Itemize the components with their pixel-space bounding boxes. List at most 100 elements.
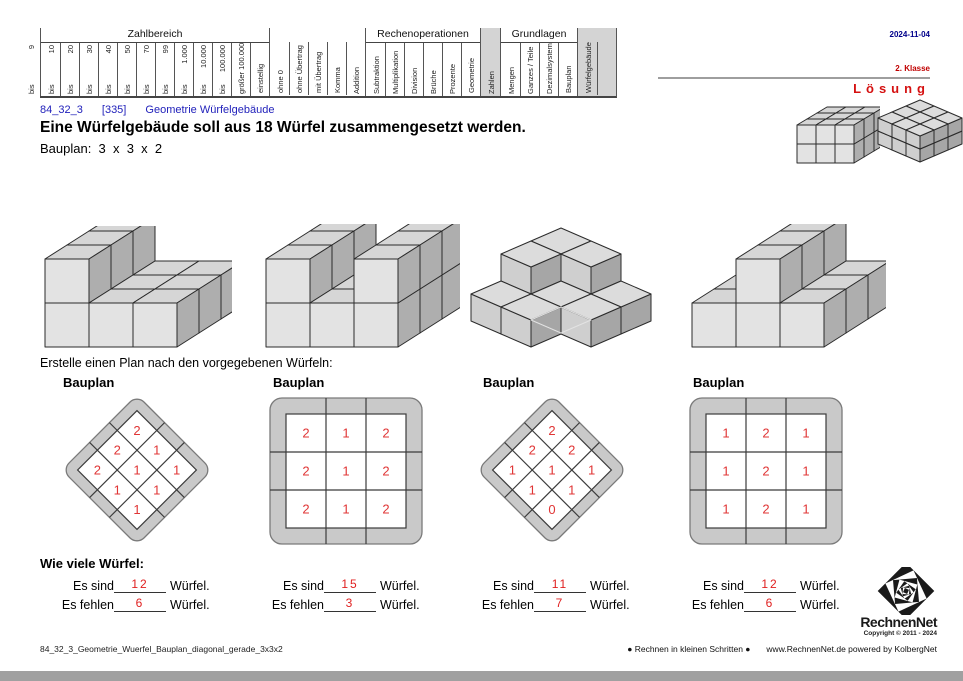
- skill-group-label: [481, 28, 500, 42]
- wuerfel-label: Würfel.: [800, 579, 840, 593]
- window-bottom-bar: [0, 671, 963, 681]
- footer-motto: ● Rechnen in kleinen Schritten ●: [627, 644, 751, 654]
- es-fehlen-label: Es fehlen: [61, 598, 114, 612]
- wuerfel-label: Würfel.: [590, 598, 630, 612]
- answer-row-sind: Es sind 11 Würfel.: [468, 574, 678, 593]
- model-3d-diagonal: [877, 99, 963, 163]
- es-fehlen-label: Es fehlen: [691, 598, 744, 612]
- svg-text:1: 1: [588, 463, 595, 478]
- svg-text:1: 1: [529, 482, 536, 497]
- answer-block-1: Es sind 12 Würfel. Es fehlen 6 Würfel.: [48, 574, 258, 612]
- svg-text:1: 1: [114, 482, 121, 497]
- skill-column: Prozente: [448, 43, 480, 96]
- skill-group-label: Rechenoperationen: [366, 28, 480, 43]
- skill-column: Multiplikation: [391, 43, 423, 96]
- svg-text:2: 2: [382, 502, 389, 517]
- logo-spiral-icon: [877, 567, 935, 615]
- answer-blank-sind: 12: [744, 577, 796, 593]
- answer-row-fehlen: Es fehlen 6 Würfel.: [48, 593, 258, 612]
- skill-column: Division: [410, 43, 442, 96]
- worksheet-code-line: 84_32_3 [335] Geometrie Würfelgebäude: [40, 104, 290, 116]
- wuerfel-label: Würfel.: [380, 579, 420, 593]
- svg-text:2: 2: [94, 463, 101, 478]
- footer-filename: 84_32_3_Geometrie_Wuerfel_Bauplan_diagon…: [40, 644, 283, 654]
- es-sind-label: Es sind: [283, 579, 324, 593]
- cube-building-4: [691, 224, 886, 348]
- svg-text:2: 2: [568, 443, 575, 458]
- answer-row-sind: Es sind 12 Würfel.: [48, 574, 258, 593]
- svg-text:1: 1: [133, 463, 140, 478]
- skill-group-label: Grundlagen: [501, 28, 577, 43]
- answer-block-2: Es sind 15 Würfel. Es fehlen 3 Würfel.: [258, 574, 468, 612]
- cube-building-2: [265, 224, 460, 348]
- skill-group-label: Zahlbereich: [41, 28, 269, 43]
- svg-text:1: 1: [722, 502, 729, 517]
- answer-blank-sind: 12: [114, 577, 166, 593]
- answer-blank-sind: 15: [324, 577, 376, 593]
- wuerfel-label: Würfel.: [170, 598, 210, 612]
- es-sind-label: Es sind: [73, 579, 114, 593]
- skill-group: Geometrie: [467, 28, 500, 96]
- answer-blank-fehlen: 3: [324, 596, 376, 612]
- svg-text:1: 1: [802, 464, 809, 479]
- skill-column: Komma: [333, 42, 365, 95]
- skill-column: Subtraktion: [372, 43, 404, 96]
- bauplan-label-2: Bauplan: [273, 375, 325, 390]
- svg-text:2: 2: [762, 464, 769, 479]
- skill-column: Mengen: [507, 43, 539, 96]
- footer-site: www.RechnenNet.de powered by KolbergNet: [766, 644, 937, 654]
- answer-row-sind: Es sind 15 Würfel.: [258, 574, 468, 593]
- es-sind-label: Es sind: [703, 579, 744, 593]
- svg-text:2: 2: [302, 426, 309, 441]
- cube-building-1: [44, 226, 232, 348]
- answer-row-fehlen: Es fehlen 6 Würfel.: [678, 593, 888, 612]
- es-sind-label: Es sind: [493, 579, 534, 593]
- skill-column: Brüche: [429, 43, 461, 96]
- answer-row-sind: Es sind 12 Würfel.: [678, 574, 888, 593]
- svg-text:1: 1: [342, 464, 349, 479]
- worksheet-topic: Geometrie Würfelgebäude: [145, 104, 275, 116]
- svg-text:2: 2: [762, 426, 769, 441]
- svg-text:1: 1: [568, 482, 575, 497]
- svg-text:2: 2: [529, 443, 536, 458]
- skill-group-label: [578, 28, 616, 42]
- svg-text:1: 1: [722, 426, 729, 441]
- svg-text:2: 2: [548, 423, 555, 438]
- skill-column: Ganzes / Teile: [526, 43, 558, 96]
- logo-title: RechnenNet: [860, 614, 937, 630]
- answer-blank-fehlen: 6: [114, 596, 166, 612]
- svg-text:1: 1: [802, 502, 809, 517]
- skill-column: ohne 0: [276, 42, 308, 95]
- worksheet-number: [335]: [101, 104, 127, 116]
- svg-text:2: 2: [114, 443, 121, 458]
- skill-column: Dezimalsystem: [545, 43, 577, 96]
- wuerfel-label: Würfel.: [170, 579, 210, 593]
- svg-text:2: 2: [382, 426, 389, 441]
- klasse-label: 2. Klasse: [895, 64, 930, 73]
- svg-text:2: 2: [382, 464, 389, 479]
- bauplan-label-3: Bauplan: [483, 375, 535, 390]
- wuerfel-label: Würfel.: [800, 598, 840, 612]
- answer-block-4: Es sind 12 Würfel. Es fehlen 6 Würfel.: [678, 574, 888, 612]
- svg-text:1: 1: [133, 502, 140, 517]
- skill-group-label: [270, 28, 365, 42]
- svg-text:1: 1: [548, 463, 555, 478]
- question-title: Wie viele Würfel:: [40, 556, 144, 571]
- svg-text:0: 0: [548, 502, 555, 517]
- wuerfel-label: Würfel.: [590, 579, 630, 593]
